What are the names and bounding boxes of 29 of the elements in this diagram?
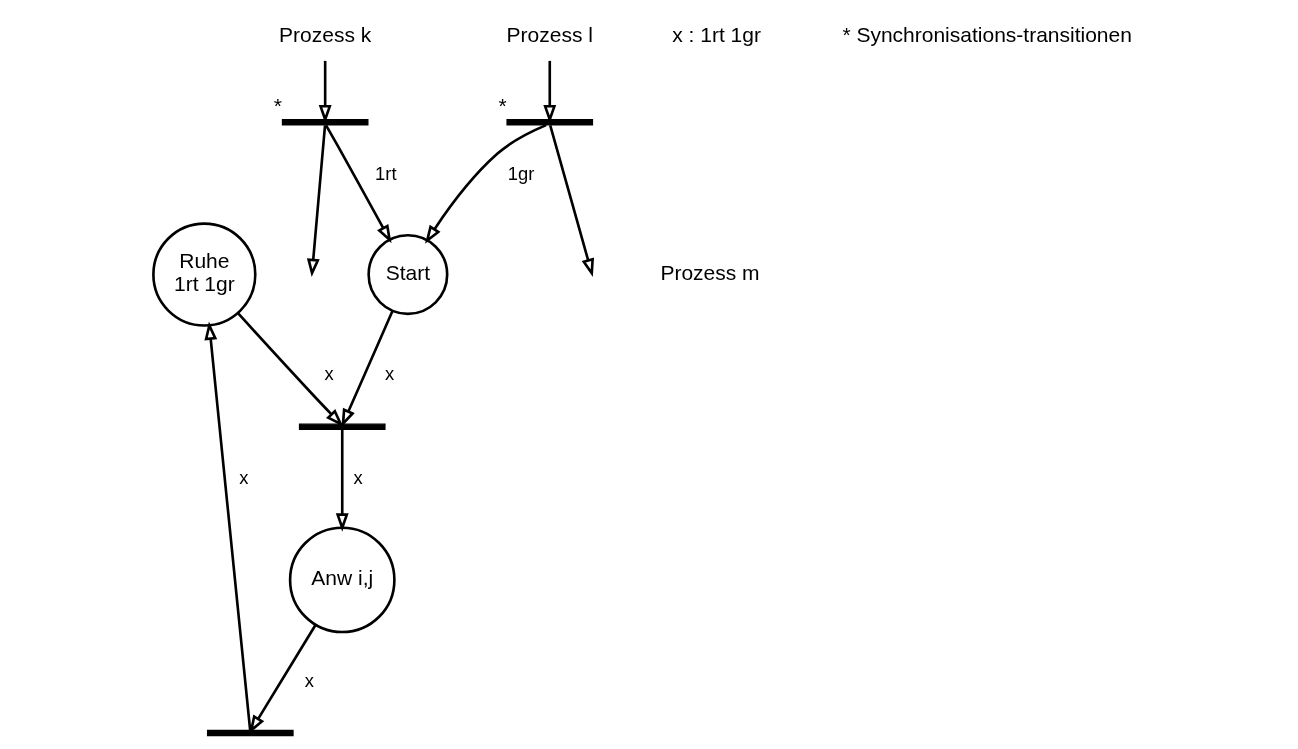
- edge-label: 1rt: [375, 162, 397, 184]
- arrow: [335, 429, 349, 532]
- edge-label: x: [304, 669, 314, 691]
- arrow: [341, 310, 394, 428]
- arrow: [548, 124, 595, 277]
- edge-label: x: [353, 467, 363, 489]
- label: x : 1rt 1gr: [672, 22, 761, 46]
- edge-label: x: [324, 363, 334, 385]
- node-bar: [506, 119, 594, 126]
- edge-label: x: [384, 363, 395, 385]
- label: Prozess m: [660, 260, 760, 284]
- node-text: Prozess k: [279, 22, 372, 46]
- label: * Synchronisations-transitionen: [842, 22, 1132, 46]
- arrow: [204, 321, 252, 731]
- node-circle: Start: [367, 233, 449, 316]
- node-bar: [206, 729, 294, 737]
- node-label: *: [498, 93, 507, 117]
- node-bar: [281, 119, 369, 126]
- node-circle: Anw i,j: [288, 526, 396, 634]
- arrow: [237, 312, 344, 427]
- arrow: [306, 125, 327, 278]
- edge-label: x: [239, 467, 249, 489]
- arrow: [324, 124, 392, 244]
- node-circle: Ruhe 1rt 1gr: [152, 222, 257, 327]
- arrow: [425, 123, 547, 244]
- edge-label: 1gr: [507, 162, 535, 184]
- node-text: Prozess l: [506, 22, 593, 46]
- node-label: *: [273, 93, 282, 117]
- node-bar: [298, 423, 386, 431]
